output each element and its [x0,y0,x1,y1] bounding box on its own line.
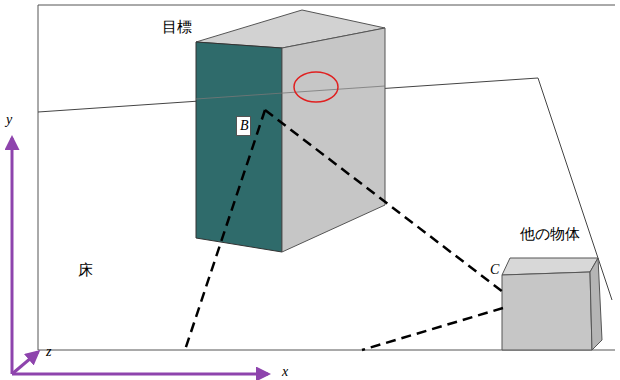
z-axis [12,352,38,374]
point-box: B [236,116,251,136]
target-spot [294,72,338,102]
object-name: 目標 [162,19,192,36]
floor-edge-through [196,86,385,99]
floor-name: 床 [78,262,93,279]
ray [185,110,265,350]
axis-label: y [6,112,12,127]
object-name: 他の物体 [520,226,580,243]
point-label: C [490,262,499,277]
axis-label: x [282,364,288,379]
axis-label: z [46,344,51,359]
other-side [590,258,602,350]
ray [362,308,503,350]
x-axis [12,373,268,376]
target-left-face [196,42,282,252]
other-front [502,272,592,350]
frame [38,5,615,350]
target-right-face [282,28,385,252]
point-label: B [240,118,247,133]
ray [265,110,503,292]
y-axis [11,138,14,374]
